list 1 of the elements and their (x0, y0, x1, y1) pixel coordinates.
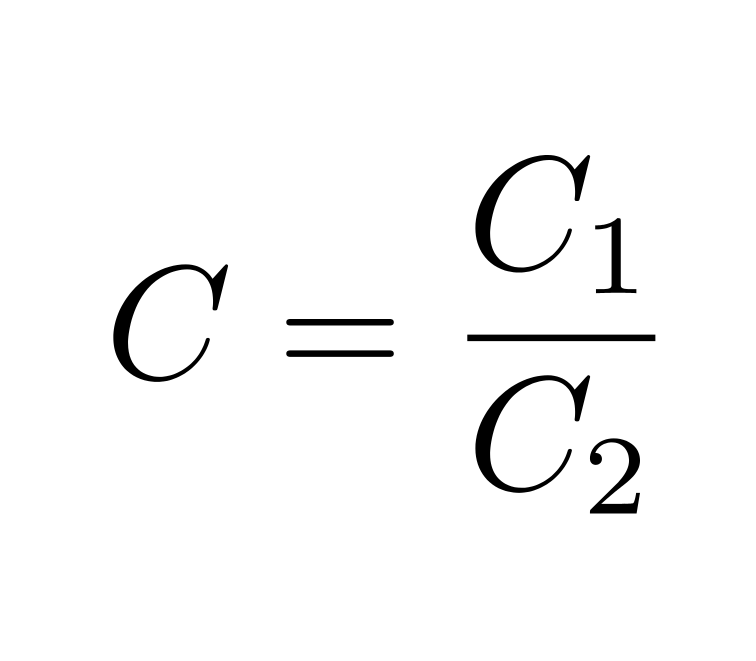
formula: $C=\frac{C_1}{C_2}$ (113, 154, 656, 514)
